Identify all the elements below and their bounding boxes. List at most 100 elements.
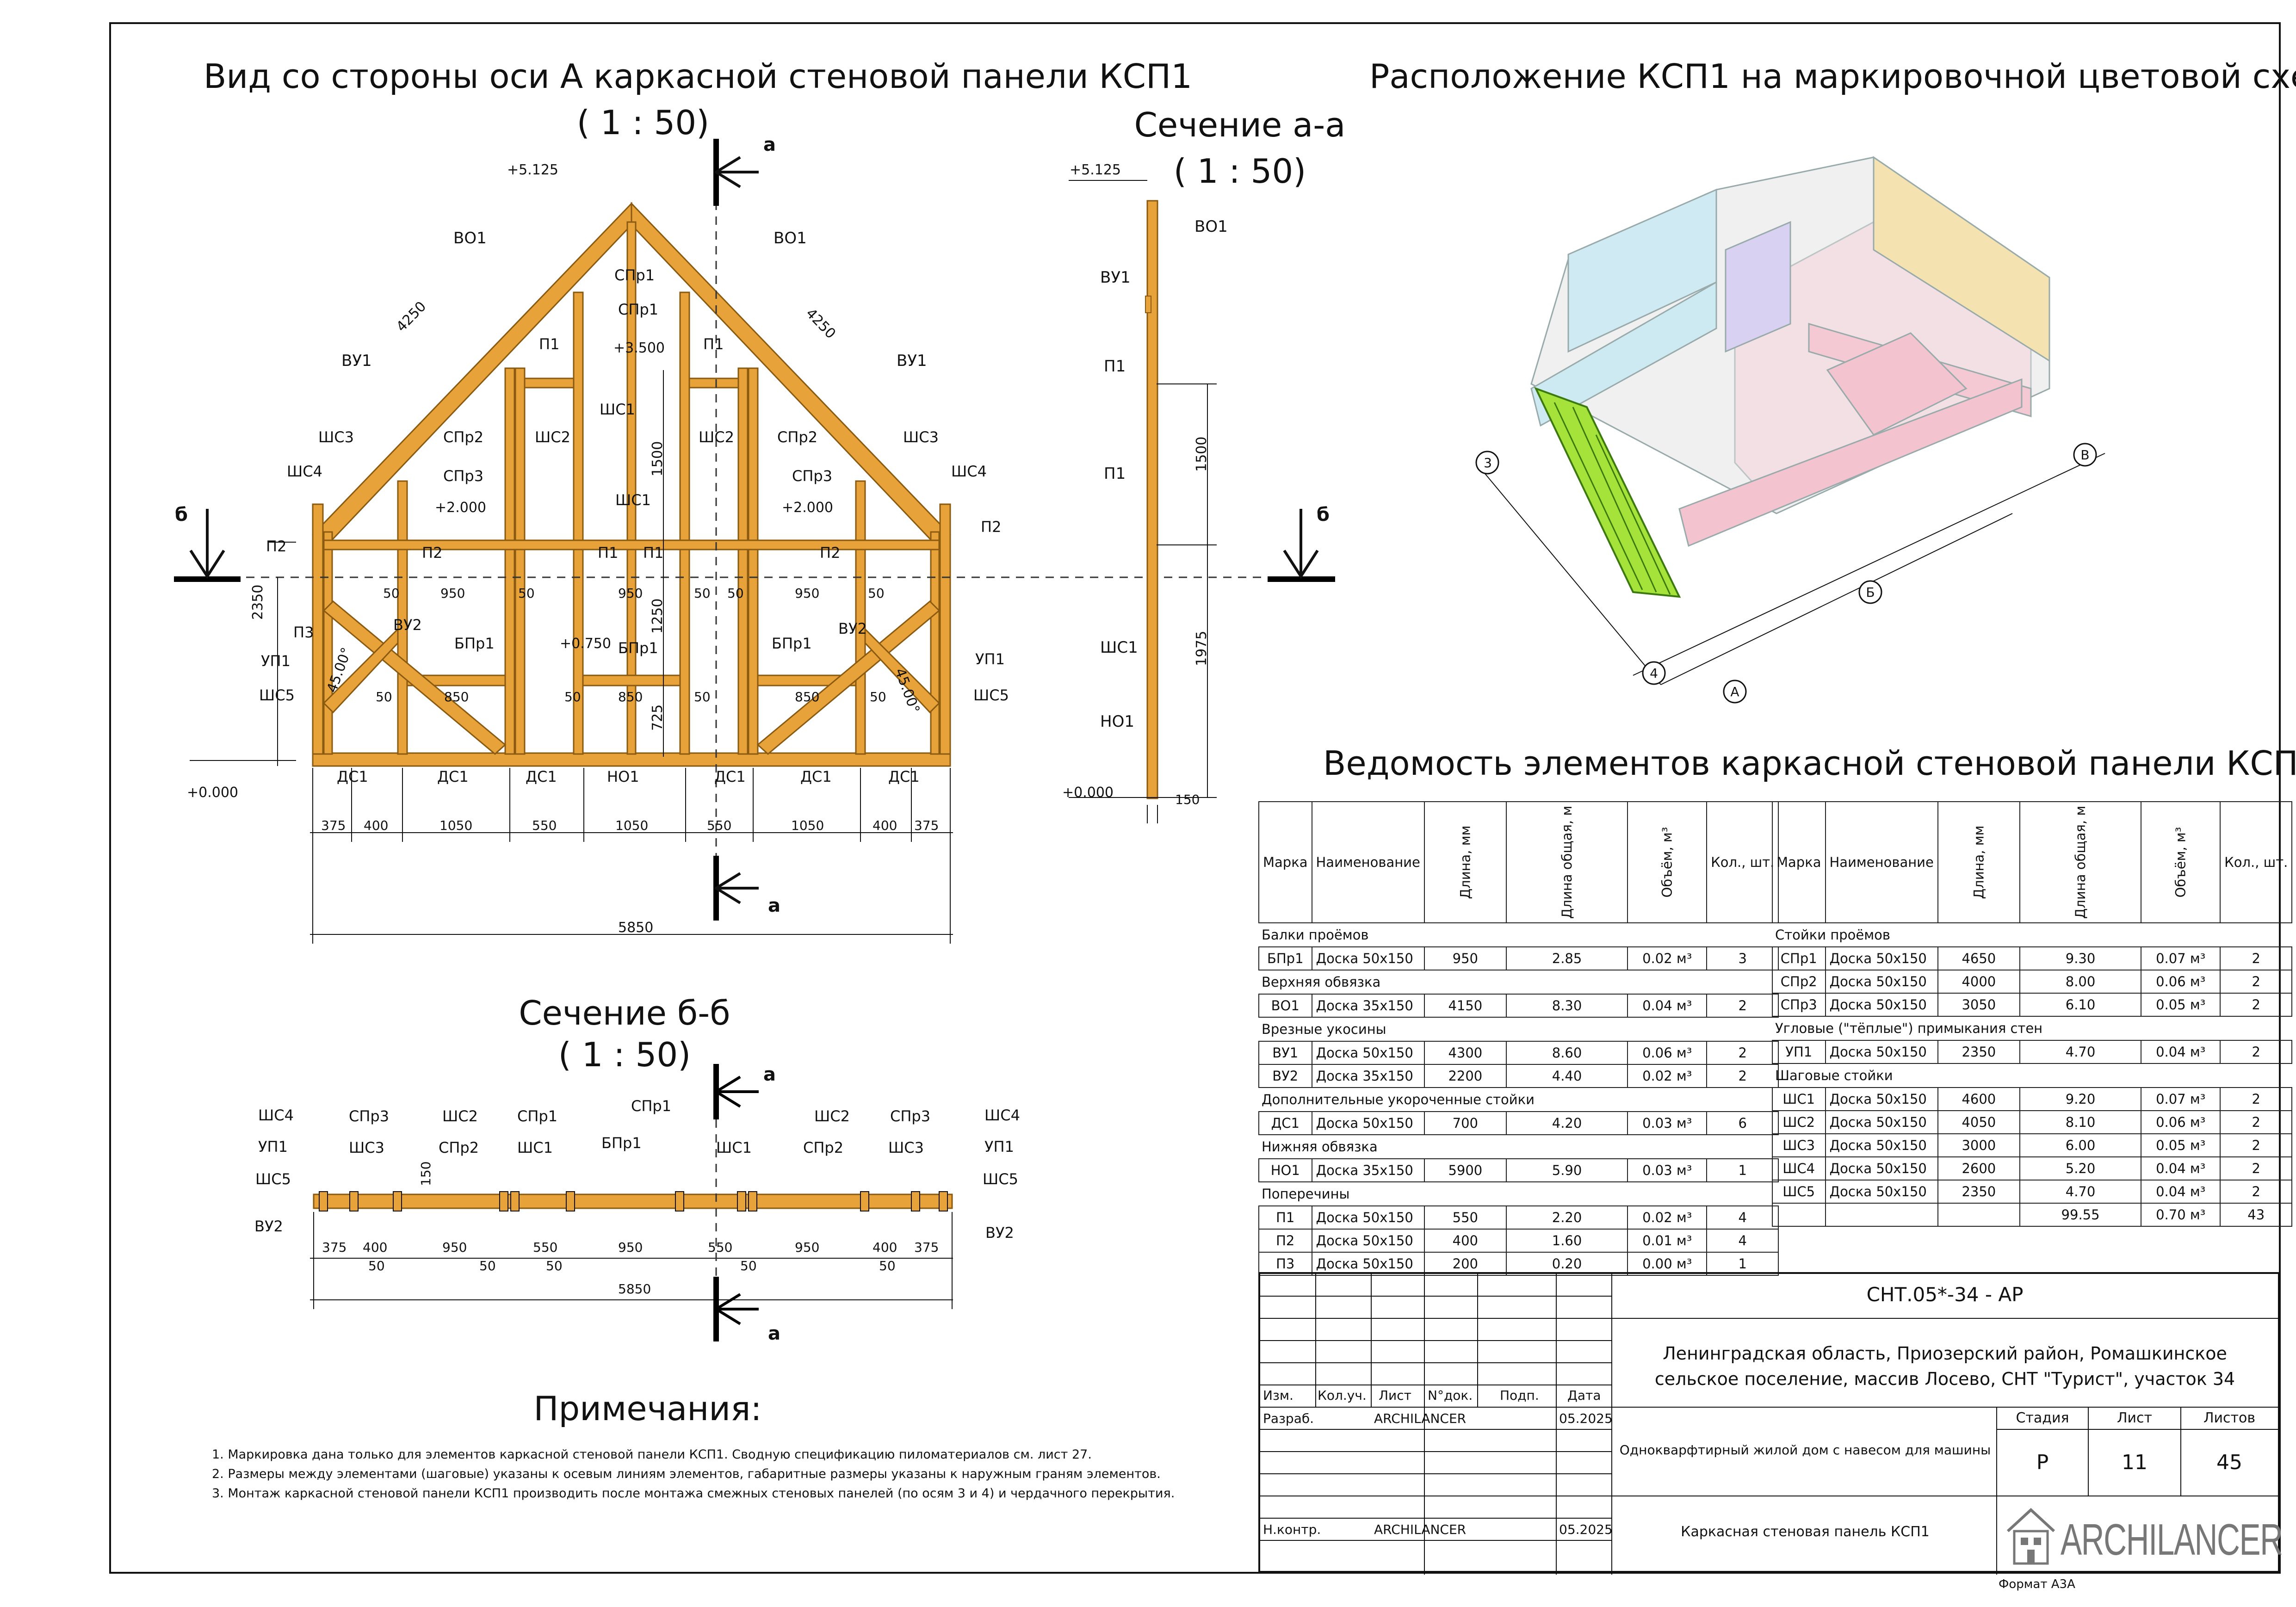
cell-vol: 0.05 м³ [2141,1133,2221,1157]
cell-vol: 0.04 м³ [2141,1040,2221,1064]
sec-bb-dim-50-e: 50 [879,1258,896,1273]
mark-ds1-a: ДС1 [337,768,368,785]
sec-bb-shs5-left: ШС5 [255,1170,291,1188]
mark-spr1-b: СПр1 [618,301,659,318]
cell-qty: 1 [1706,1252,1779,1276]
level-top: +5.125 [507,162,559,178]
dim-375-right: 375 [914,818,939,833]
dim-850-a: 850 [444,689,469,705]
cell-total: 99.55 [2019,1203,2142,1227]
hdr-name-r: Наименование [1825,801,1938,923]
cell-name: Доска 50х150 [1825,1087,1938,1111]
mark-shs2-left: ШС2 [535,428,570,446]
drawing-name: Каркасная стеновая панель КСП1 [1681,1524,1930,1540]
note-2: 2. Размеры между элементами (шаговые) ук… [212,1467,1161,1481]
hdr-total-r: Длина общая, м [2019,801,2142,923]
sec-aa-mark-p1-a: П1 [1104,357,1126,376]
cell-vol: 0.06 м³ [2141,970,2221,994]
cell-qty: 2 [2220,1133,2293,1157]
mark-up1-right: УП1 [975,650,1005,668]
section-title: Врезные укосины [1259,1017,1779,1042]
sec-aa-mark-shs1: ШС1 [1100,638,1138,657]
dim-950-a: 950 [440,586,465,601]
cell-mark: ВУ2 [1258,1064,1312,1088]
cell-total: 0.20 [1505,1252,1628,1276]
dim-50-a: 50 [383,586,400,601]
project-name: Однокварфтирный жилой дом с навесом для … [1619,1442,1991,1458]
mark-ds1-d: ДС1 [714,768,746,785]
front-view-scale: ( 1 : 50) [576,103,710,142]
cell-total: 8.00 [2019,970,2142,994]
cell-len [1937,1203,2020,1227]
sheet-frame [109,22,2281,1574]
cell-qty: 2 [2220,1087,2293,1111]
sec-bb-shs2-left: ШС2 [442,1107,478,1125]
front-view-title: Вид со стороны оси А каркасной стеновой … [204,57,1193,96]
title-block-grid [1260,1274,2278,1575]
sec-bb-shs3-left: ШС3 [349,1139,384,1156]
sec-aa-dim-1975: 1975 [1194,630,1210,666]
cell-vol: 0.04 м³ [1627,994,1708,1018]
sec-bb-dim-5850: 5850 [618,1281,651,1297]
mark-up1-left: УП1 [261,652,291,670]
cell-mark: ВУ1 [1258,1041,1312,1065]
cell-total: 4.40 [1505,1064,1628,1088]
scheme-title: Расположение КСП1 на маркировочной цвето… [1369,57,2296,96]
dim-375-left: 375 [321,818,346,833]
nkontr-name: ARCHILANCER [1374,1522,1467,1537]
schedule-title: Ведомость элементов каркасной стеновой п… [1323,744,2296,783]
cell-mark: ДС1 [1258,1111,1312,1135]
mark-spr3-left: СПр3 [443,467,484,485]
dim-50-h: 50 [694,689,711,705]
cell-qty: 6 [1706,1111,1779,1135]
dim-50-e: 50 [868,586,885,601]
schedule-section-row: Верхняя обвязка [1259,970,1779,995]
sec-bb-dim-50-c: 50 [546,1258,563,1273]
cell-name: Доска 50х150 [1311,1041,1425,1065]
section-bb-title: Сечение б-б [519,994,730,1032]
sec-bb-spr1-left: СПр1 [517,1107,558,1125]
sec-bb-dim-950-a: 950 [442,1240,467,1255]
sec-bb-shs5-right: ШС5 [983,1170,1018,1188]
sec-aa-level-zero: +0.000 [1062,785,1114,801]
mark-p2-right: П2 [820,544,841,562]
sec-bb-up1-left: УП1 [258,1138,288,1156]
mark-p3: П3 [293,624,314,641]
mark-bpr1-a: БПр1 [454,635,495,652]
cell-len: 550 [1423,1205,1507,1230]
mark-shs5-left: ШС5 [259,686,295,704]
section-title: Дополнительные укороченные стойки [1259,1087,1779,1112]
cell-name: Доска 50х150 [1825,970,1938,994]
cell-name: Доска 50х150 [1311,946,1425,970]
cell-len: 2350 [1937,1040,2020,1064]
cell-qty: 2 [2220,1180,2293,1204]
mark-vu1-left: ВУ1 [341,352,372,370]
sec-aa-mark-vo1: ВО1 [1194,217,1228,236]
h-doc: N°док. [1428,1388,1473,1403]
mark-shs2-right: ШС2 [699,428,734,446]
format-label: Формат А3А [1999,1577,2075,1591]
section-title: Верхняя обвязка [1259,970,1779,995]
cell-mark: ШС4 [1772,1156,1826,1181]
cell-qty: 2 [2220,1040,2293,1064]
mark-spr2-right: СПр2 [777,428,818,446]
mark-vo1-right: ВО1 [774,229,807,247]
schedule-section-row: Дополнительные укороченные стойки [1259,1087,1779,1112]
cell-name: Доска 50х150 [1311,1111,1425,1135]
cell-mark: СПр3 [1772,993,1826,1017]
cell-qty: 2 [1706,1041,1779,1065]
cell-mark: СПр1 [1772,946,1826,970]
dim-850-b: 850 [618,689,643,705]
hdr-mark-r: Марка [1772,801,1826,923]
cell-len: 950 [1423,946,1507,970]
scheme-axis-A: А [1730,684,1739,699]
dim-1050-c: 1050 [791,818,824,833]
